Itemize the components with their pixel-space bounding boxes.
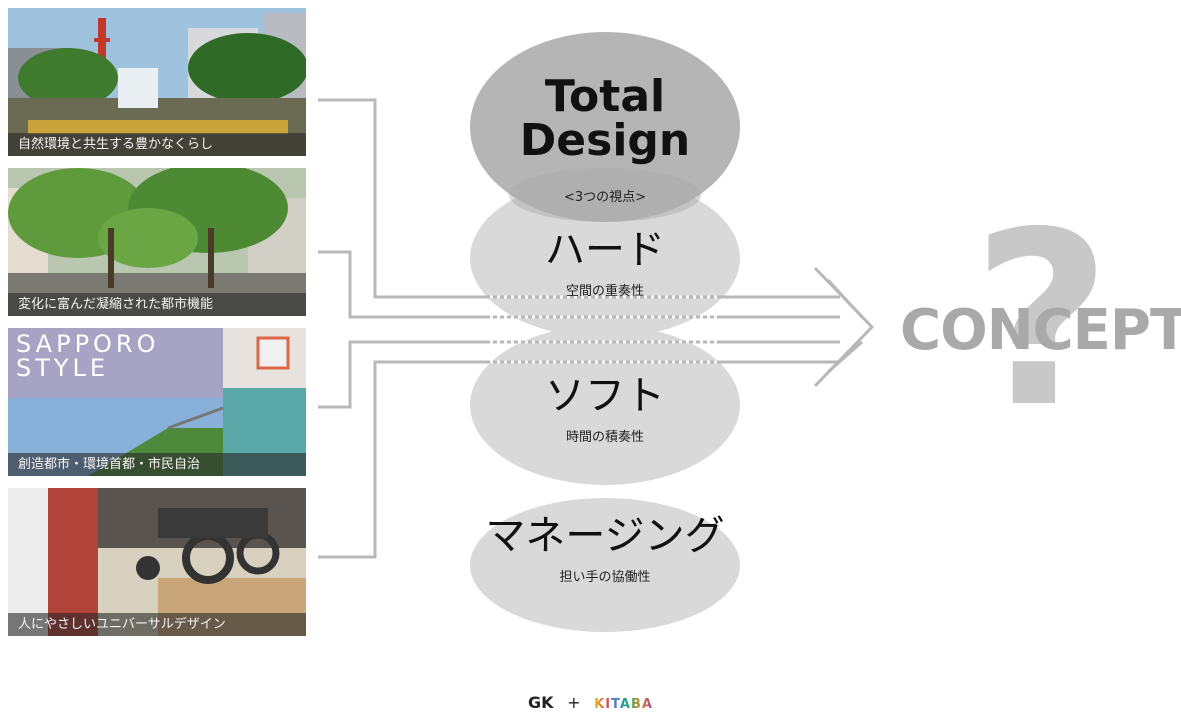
view-soft-subtitle: 時間の積奏性 [565,430,644,445]
view-hard-title: ハード [545,227,665,273]
question-mark: ? [972,180,1112,460]
ellipse-soft [470,325,740,485]
photo-urban-street: 変化に富んだ凝縮された都市機能 [8,168,306,316]
view-soft-title: ソフト [545,373,665,419]
photo-sapporo-style: SAPPORO STYLE 創造都市・環境首都・市民自治 [8,328,306,476]
view-managing: マネージング 担い手の協働性 [470,514,740,585]
gk-logo-text: GK [528,693,554,712]
view-soft: ソフト 時間の積奏性 [470,374,740,445]
concept-label: CONCEPT [900,298,1181,363]
view-managing-subtitle: 担い手の協働性 [559,570,651,585]
footer-logos: GK + KITABA [0,693,1181,712]
ellipse-overlap-shade [509,168,701,222]
dotted-guides [490,295,720,364]
arrowheads [813,266,875,388]
plus-sign: + [567,693,581,712]
ellipse-total-design [470,32,740,222]
ellipse-managing [470,498,740,632]
photo-caption: 人にやさしいユニバーサルデザイン [8,613,306,636]
sapporo-style-overlay: SAPPORO STYLE [16,330,160,382]
total-design-block: Total Design [470,75,740,163]
view-managing-title: マネージング [485,513,725,559]
photo-nature: 自然環境と共生する豊かなくらし [8,8,306,156]
view-hard-subtitle: 空間の重奏性 [565,284,644,299]
tree-street-image [8,168,306,316]
photo-caption: 変化に富んだ凝縮された都市機能 [8,293,306,316]
total-design-subtitle: <3つの視点> [563,190,647,205]
photo-caption: 創造都市・環境首都・市民自治 [8,453,306,476]
photo-caption: 自然環境と共生する豊かなくらし [8,133,306,156]
photo-universal-design: 人にやさしいユニバーサルデザイン [8,488,306,636]
fountain-park-image [8,8,306,156]
view-hard: ハード 空間の重奏性 [470,228,740,299]
total-design-title-line2: Design [519,115,691,166]
total-design-title-line1: Total [544,71,666,122]
kitaba-logo-text: KITABA [594,697,653,712]
